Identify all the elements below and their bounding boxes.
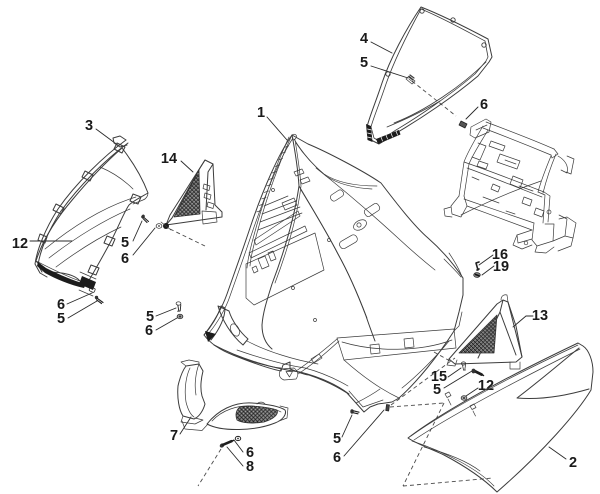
svg-text:5: 5: [433, 382, 441, 398]
svg-text:6: 6: [246, 445, 254, 461]
svg-text:15: 15: [431, 369, 447, 385]
svg-text:4: 4: [360, 31, 368, 47]
svg-text:2: 2: [569, 455, 577, 471]
svg-text:8: 8: [246, 459, 254, 475]
svg-text:3: 3: [85, 118, 93, 134]
svg-text:6: 6: [480, 97, 488, 113]
svg-text:5: 5: [333, 431, 341, 447]
svg-text:12: 12: [478, 378, 494, 394]
svg-text:16: 16: [492, 247, 508, 263]
svg-text:1: 1: [257, 105, 265, 121]
svg-text:6: 6: [333, 450, 341, 466]
svg-text:5: 5: [121, 235, 129, 251]
svg-text:5: 5: [146, 309, 154, 325]
svg-text:12: 12: [12, 236, 28, 252]
svg-text:6: 6: [121, 251, 129, 267]
svg-text:13: 13: [532, 308, 548, 324]
svg-text:5: 5: [360, 55, 368, 71]
svg-text:6: 6: [57, 297, 65, 313]
svg-text:19: 19: [493, 259, 509, 275]
svg-text:14: 14: [161, 151, 177, 167]
svg-text:6: 6: [145, 323, 153, 339]
svg-text:5: 5: [57, 311, 65, 327]
svg-text:7: 7: [170, 428, 178, 444]
